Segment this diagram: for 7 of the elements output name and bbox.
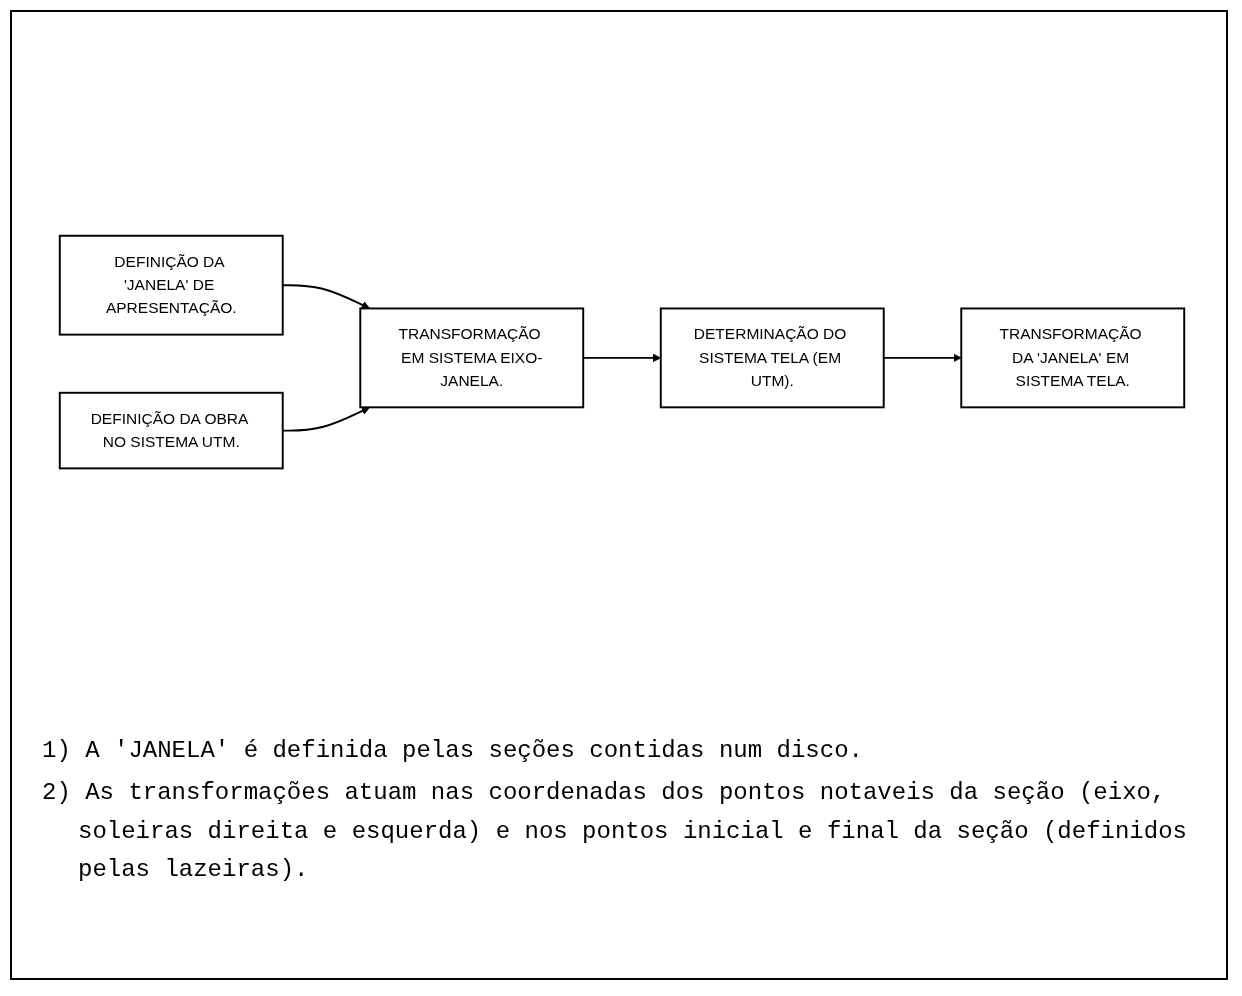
note-text: 2) As transformações atuam nas coordenadas dos pontos notaveis da seção (eixo, soleiras direita e esquerda) e nos pontos inicial e final da seção (definidos pelas lazeiras). (42, 778, 1188, 886)
node-box: TRANSFORMAÇÃO EM SISTEMA EIXO-JANELA. (359, 307, 585, 409)
node-box: DEFINIÇÃO DA 'JANELA' DE APRESENTAÇÃO. (58, 234, 284, 336)
node-box: DEFINIÇÃO DA OBRA NO SISTEMA UTM. (58, 391, 284, 470)
node-box: DETERMINAÇÃO DO SISTEMA TELA (EM UTM). (659, 307, 885, 409)
note-text: 1) A 'JANELA' é definida pelas seções contidas num disco. (42, 736, 864, 766)
node-box: TRANSFORMAÇÃO DA 'JANELA' EM SISTEMA TELA. (960, 307, 1186, 409)
